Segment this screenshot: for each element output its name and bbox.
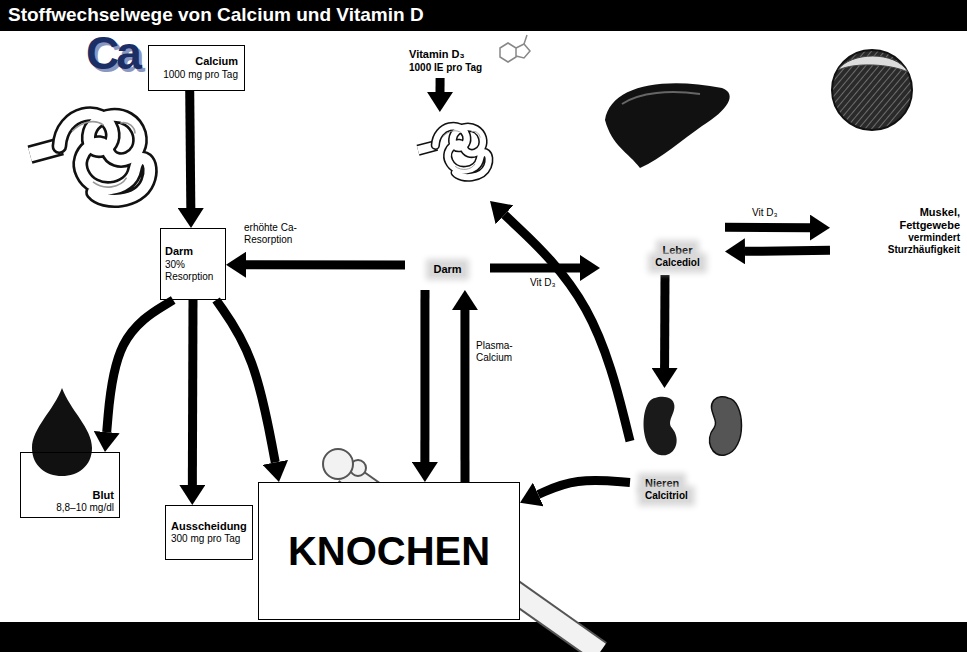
bone-box: KNOCHEN	[258, 482, 520, 620]
flow-arrow	[725, 223, 810, 232]
node-body: vermindert Sturzhäufigkeit	[872, 232, 960, 256]
node-body: 30% Resorption	[165, 259, 221, 283]
flow-arrow	[460, 310, 469, 482]
molecule-icon	[500, 35, 530, 62]
flow-arrow	[216, 300, 275, 462]
intake-box: Calcium1000 mg pro Tag	[148, 45, 245, 91]
excretion-box: Ausscheidung300 mg pro Tag	[165, 505, 253, 560]
node-heading: Darm	[165, 245, 193, 258]
edge-label: Vit D₃	[752, 207, 778, 219]
flow-arrow	[435, 78, 444, 92]
node-body: Calcitriol	[642, 490, 691, 502]
node-heading: Blut	[93, 489, 114, 502]
flow-arrow	[745, 250, 830, 251]
intake-label: Vitamin D₃1000 IE pro Tag	[405, 44, 495, 78]
node-body: 300 mg pro Tag	[171, 533, 240, 545]
flow-arrow	[660, 275, 669, 368]
node-heading: Ausscheidung	[171, 520, 247, 533]
liver-icon	[605, 83, 730, 168]
blood-drop	[32, 388, 92, 476]
flow-arrow	[246, 260, 405, 269]
organ-label: NierenCalcitriol	[630, 388, 745, 506]
edge-label: Vit D₃	[530, 277, 556, 289]
organ-label: Darm	[405, 112, 490, 290]
flow-arrow	[107, 300, 173, 432]
node-heading: Nieren	[642, 477, 682, 490]
flow-arrow	[505, 215, 630, 441]
title-bar	[0, 0, 967, 31]
kidney-icon	[644, 397, 742, 456]
node-heading: Muskel, Fettgewebe	[872, 206, 960, 232]
node-heading: Vitamin D₃	[409, 48, 465, 61]
node-heading: Leber	[660, 244, 696, 257]
node-heading: Darm	[430, 263, 464, 276]
flow-arrow	[188, 300, 198, 485]
bottom-band	[0, 622, 967, 652]
node-body: 1000 IE pro Tag	[409, 62, 482, 74]
node-body: 1000 mg pro Tag	[163, 69, 238, 81]
node-heading: Calcium	[195, 55, 238, 68]
edge-label: erhöhte Ca-Resorption	[244, 222, 324, 246]
flow-arrow	[190, 91, 191, 208]
node-body: Calcediol	[652, 257, 702, 269]
node-heading: KNOCHEN	[288, 527, 490, 575]
intestine-icon	[418, 126, 489, 177]
blood-box: Blut8,8–10 mg/dl	[20, 452, 120, 518]
diagram-title: Stoffwechselwege von Calcium und Vitamin…	[8, 4, 424, 27]
flow-arrow	[420, 290, 429, 462]
organ-label: LeberCalcediol	[600, 80, 725, 275]
intestine-icon	[30, 114, 150, 200]
symbol-label: Ca	[86, 30, 139, 76]
muscle-icon	[832, 50, 912, 130]
edge-label: Plasma-Calcium	[476, 340, 528, 364]
node-body: 8,8–10 mg/dl	[56, 502, 114, 514]
tissue-label: Muskel, Fettgewebevermindert Sturzhäufig…	[830, 45, 962, 260]
organ-box: Darm30% Resorption	[160, 228, 226, 300]
flow-arrow	[538, 480, 630, 494]
flow-arrow	[490, 263, 580, 272]
